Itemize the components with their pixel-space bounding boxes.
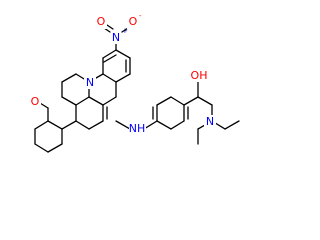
amine-nitrogen-label: N	[206, 115, 214, 128]
bond	[106, 24, 114, 30]
atom-label-layer: N N + O O - O NH OH N	[29, 12, 216, 135]
methoxy-oxygen-label: O	[31, 95, 40, 108]
bond	[197, 96, 213, 106]
nitro-oxygen-charge: -	[139, 12, 142, 20]
bond	[115, 49, 131, 59]
nitro-nitrogen-charge: +	[122, 27, 128, 35]
bond	[156, 96, 172, 106]
bond-layer	[34, 39, 240, 153]
bond	[75, 96, 90, 106]
bond	[170, 120, 185, 130]
bond	[224, 120, 240, 130]
bond	[47, 120, 63, 130]
bond	[47, 143, 63, 153]
nitro-oxygen-single-label: O	[129, 15, 138, 28]
bond	[34, 120, 49, 130]
nitro-nitrogen-label: N	[112, 31, 120, 44]
bond	[156, 120, 172, 130]
bond	[61, 120, 77, 130]
bond	[183, 96, 199, 106]
nitro-oxygen-double-label: O	[97, 15, 106, 28]
bond	[102, 96, 117, 106]
bond	[61, 96, 77, 106]
bond	[115, 120, 131, 130]
bond	[88, 96, 104, 106]
bond	[61, 73, 77, 83]
bond	[88, 120, 104, 130]
bond	[170, 96, 185, 106]
molecule-structure-drawing: N N + O O - O NH OH N	[29, 12, 240, 153]
bond	[102, 49, 117, 59]
hydroxyl-label: OH	[191, 69, 208, 82]
ring-nitrogen-label: N	[86, 76, 94, 89]
bond	[34, 143, 49, 153]
amine-nh-label: NH	[129, 122, 146, 135]
bond	[143, 120, 158, 130]
bond	[102, 73, 117, 83]
bond	[115, 73, 131, 83]
bond	[103, 54, 117, 63]
bond	[75, 120, 90, 130]
